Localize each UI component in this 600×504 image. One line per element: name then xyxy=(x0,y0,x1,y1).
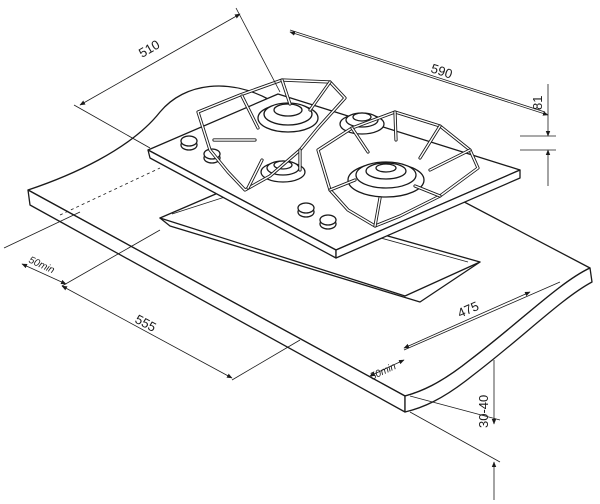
dim-hob-depth: 590 xyxy=(429,61,454,82)
dim-worktop-thickness: 30-40 xyxy=(476,395,491,428)
knob-3 xyxy=(297,202,315,218)
burner-rear-left xyxy=(257,102,319,133)
dim-hob-height: 81 xyxy=(530,96,545,110)
dim-hob-width: 510 xyxy=(136,37,162,61)
burner-front-right xyxy=(347,161,425,198)
knob-1 xyxy=(180,135,198,151)
knob-4 xyxy=(319,214,337,230)
control-knobs xyxy=(180,135,337,230)
dimension-lines xyxy=(3,7,561,500)
dim-cutout-width: 555 xyxy=(133,311,159,334)
hob-plate xyxy=(147,93,521,259)
